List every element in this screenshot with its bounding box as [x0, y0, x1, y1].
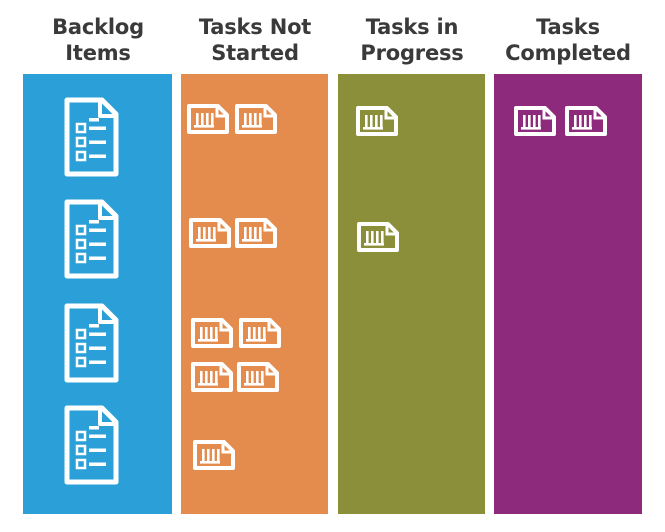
task-card-icon [191, 318, 233, 348]
column-header-backlog: Backlog Items [23, 14, 173, 66]
backlog-document-icon [64, 97, 119, 177]
task-card-icon [193, 440, 235, 470]
header-line: Tasks Not [198, 15, 312, 39]
header-line: Items [65, 41, 131, 65]
task-card-icon [239, 318, 281, 348]
column-backlog [23, 74, 172, 514]
task-card-icon [514, 106, 556, 136]
column-header-not-started: Tasks Not Started [180, 14, 330, 66]
backlog-document-icon [64, 405, 119, 485]
header-line: Tasks [536, 15, 600, 39]
backlog-document-icon [64, 303, 119, 383]
column-header-in-progress: Tasks in Progress [337, 14, 487, 66]
task-card-icon [191, 362, 233, 392]
task-card-icon [235, 218, 277, 248]
task-card-icon [565, 106, 607, 136]
task-card-icon [235, 104, 277, 134]
header-line: Progress [360, 41, 464, 65]
header-line: Backlog [52, 15, 144, 39]
task-card-icon [187, 104, 229, 134]
task-card-icon [356, 106, 398, 136]
column-completed [494, 74, 642, 514]
task-card-icon [237, 362, 279, 392]
header-line: Tasks in [365, 15, 459, 39]
header-line: Completed [505, 41, 631, 65]
column-in-progress [338, 74, 485, 514]
backlog-document-icon [64, 199, 119, 279]
task-card-icon [189, 218, 231, 248]
column-header-completed: Tasks Completed [493, 14, 643, 66]
task-card-icon [357, 222, 399, 252]
header-line: Started [211, 41, 299, 65]
